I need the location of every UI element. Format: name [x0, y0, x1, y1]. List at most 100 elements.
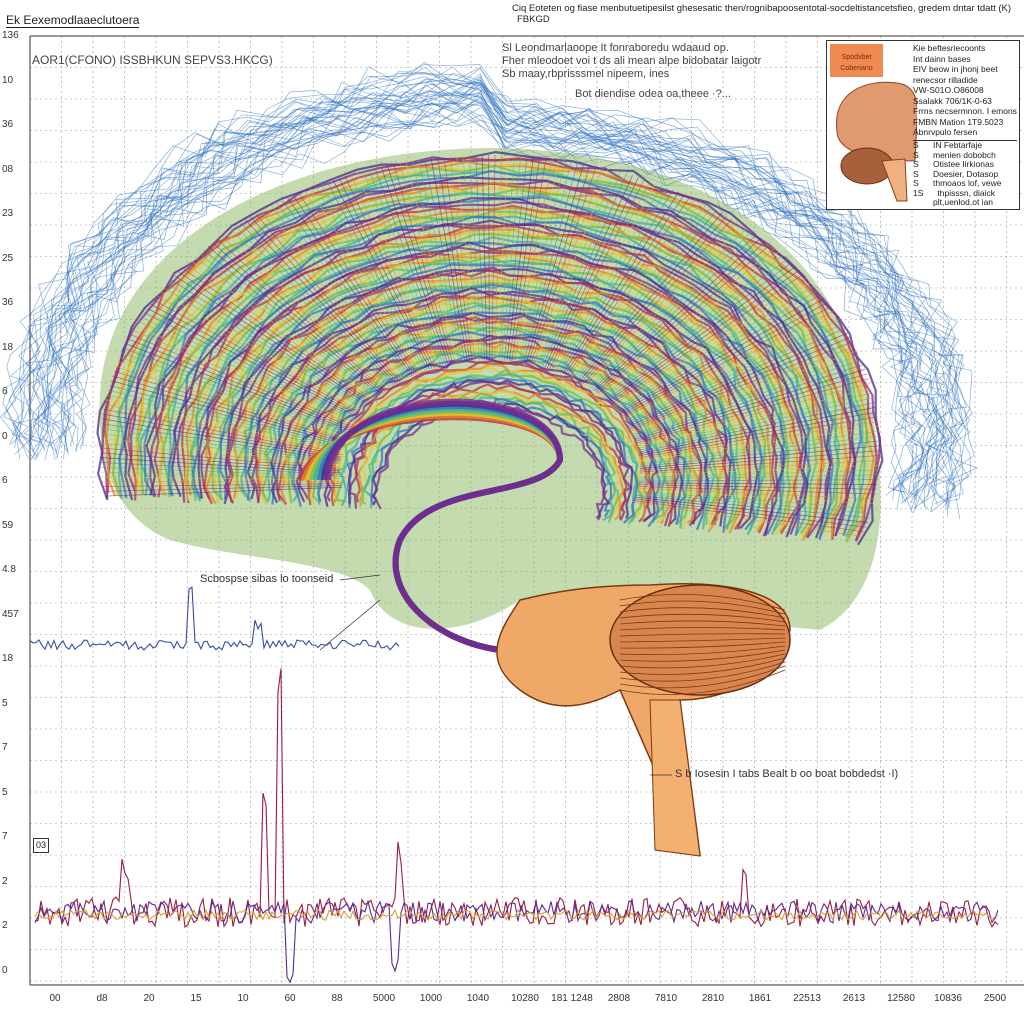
radial-fibre	[399, 162, 456, 364]
radial-fibre	[103, 408, 342, 456]
radial-fibre	[230, 229, 391, 389]
x-tick-label: 20	[143, 993, 155, 1004]
fibre-outline	[12, 73, 956, 513]
radial-fibre	[368, 169, 444, 366]
fibre-outline	[5, 78, 972, 500]
cerebellum-folia	[619, 600, 786, 615]
radial-fibre	[639, 430, 880, 464]
x-tick-label: 12580	[887, 993, 915, 1004]
cortex-fibre	[219, 263, 763, 531]
radial-fibre	[186, 264, 374, 402]
radial-fibre	[133, 329, 354, 426]
radial-fibre	[560, 189, 674, 374]
radial-fibre	[350, 174, 437, 368]
radial-fibre	[532, 167, 603, 365]
radial-fibre	[555, 184, 663, 372]
x-tick-label: 5000	[372, 993, 396, 1004]
radial-fibre	[265, 208, 405, 381]
fibre-outline	[2, 67, 979, 517]
radial-fibre	[332, 179, 430, 370]
radial-fibre	[523, 162, 578, 363]
radial-fibre	[194, 256, 377, 399]
brain-illustration-icon	[836, 81, 917, 202]
spinal-cord	[649, 699, 701, 857]
radial-fibre	[100, 432, 341, 465]
cortex-fibre	[112, 162, 872, 540]
inset-line: Int dainn bases	[913, 53, 971, 64]
radial-fibre	[635, 494, 870, 519]
radial-fibre	[542, 173, 627, 368]
x-tick-label: 2500	[983, 993, 1007, 1004]
radial-fibre	[424, 159, 466, 362]
radial-fibre	[602, 255, 784, 398]
radial-fibre	[586, 224, 743, 387]
cortex-fibre	[126, 182, 852, 540]
radial-fibre	[639, 474, 879, 480]
radial-fibre	[309, 188, 422, 373]
cerebellum-folia	[619, 637, 786, 643]
inset-list-text: S	[913, 168, 919, 179]
radial-fibre	[100, 428, 341, 463]
y-tick-label: 0	[2, 964, 8, 976]
radial-fibre	[513, 158, 553, 362]
header-caption-2: FBKGD	[517, 14, 550, 25]
radial-fibre	[593, 237, 762, 392]
radial-fibre	[344, 176, 435, 369]
radial-fibre	[638, 486, 876, 495]
radial-fibre	[508, 157, 541, 361]
cerebellum-folia	[619, 607, 786, 619]
cortex-fibre	[359, 390, 621, 520]
radial-fibre	[174, 275, 370, 406]
radial-fibre	[130, 334, 353, 428]
radial-fibre	[112, 375, 345, 443]
radial-fibre	[570, 201, 702, 378]
radial-fibre	[620, 306, 832, 417]
x-tick-label: 15	[190, 993, 202, 1004]
inset-list-text: 1S	[913, 187, 924, 198]
radial-fibre	[104, 486, 342, 497]
radial-fibre	[338, 177, 433, 369]
cerebellum-folia	[619, 665, 786, 689]
cerebellum-folia	[619, 593, 786, 611]
radial-fibre	[632, 359, 862, 437]
fibre-outline	[2, 66, 975, 508]
radial-fibre	[221, 235, 388, 391]
tag-line: Coberiano	[840, 65, 873, 72]
radial-fibre	[625, 323, 843, 424]
radial-fibre	[160, 291, 364, 412]
radial-fibre	[613, 281, 811, 408]
radial-fibre	[639, 435, 880, 466]
radial-fibre	[147, 308, 359, 418]
radial-fibre	[287, 197, 413, 377]
radial-fibre	[633, 501, 863, 537]
radial-fibre	[498, 155, 515, 361]
radial-fibre	[102, 418, 341, 459]
radial-fibre	[627, 332, 849, 427]
radial-fibre	[611, 277, 808, 407]
radial-fibre	[108, 389, 344, 449]
radial-fibre	[100, 437, 341, 467]
radial-fibre	[634, 498, 867, 528]
radial-fibre	[103, 483, 342, 487]
radial-fibre	[104, 404, 342, 454]
y-tick-label: 0	[2, 430, 8, 442]
y-tick-label: 5	[2, 697, 8, 709]
x-tick-label: 88	[331, 993, 343, 1004]
x-tick-label: 10280	[511, 993, 539, 1004]
y-tick-label: 18	[2, 341, 14, 353]
channel-badge: 03	[33, 838, 50, 853]
radial-fibre	[126, 343, 351, 431]
radial-fibre	[182, 267, 373, 403]
radial-fibre	[326, 181, 428, 371]
x-tick-label: d8	[96, 993, 108, 1004]
annotation-label: S b Iosesin I tabs Bealt b oo boat bobde…	[675, 768, 899, 780]
radial-fibre	[315, 185, 424, 372]
radial-fibre	[635, 378, 869, 444]
radial-fibre	[501, 155, 521, 361]
x-tick-label: 2810	[701, 993, 725, 1004]
radial-fibre	[240, 222, 395, 386]
inset-list-text: plt,uenlod.ot ian	[933, 197, 994, 207]
radial-fibre	[639, 479, 879, 482]
